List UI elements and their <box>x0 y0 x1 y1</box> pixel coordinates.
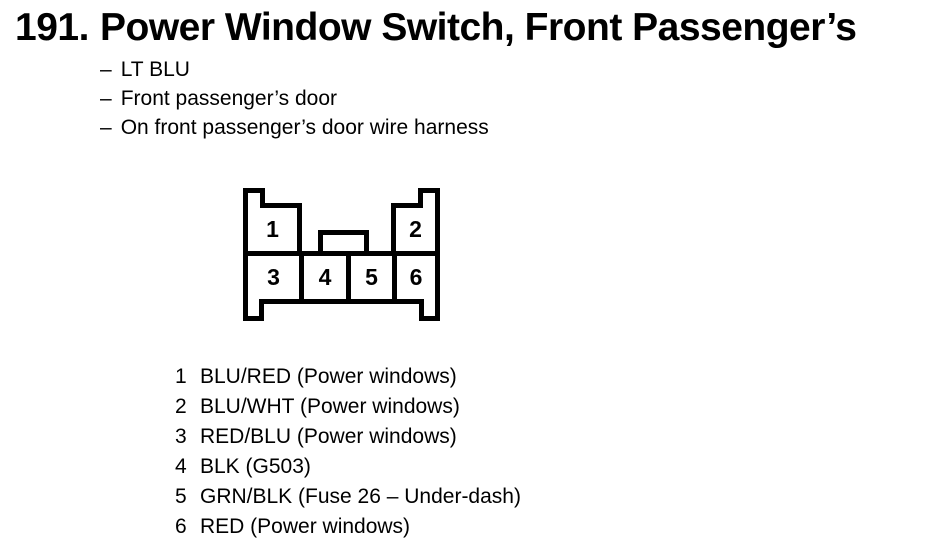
legend-pin-number: 1 <box>175 365 187 388</box>
connector-center-key-tab <box>318 230 369 256</box>
connector-notes: – LT BLU – Front passenger’s door – On f… <box>100 55 489 142</box>
legend-row: 4 BLK (G503) <box>175 452 521 482</box>
connector-tab-bottom-right <box>419 299 440 321</box>
connector-bottom-row: 3 4 5 6 <box>243 251 440 304</box>
pin-number-6: 6 <box>409 264 423 290</box>
legend-wire-desc: RED/BLU (Power windows) <box>200 425 457 448</box>
legend-row: 3 RED/BLU (Power windows) <box>175 422 521 452</box>
note-text-harness: On front passenger’s door wire harness <box>120 116 489 139</box>
legend-row: 2 BLU/WHT (Power windows) <box>175 392 521 422</box>
note-line: – LT BLU <box>100 55 489 84</box>
legend-wire-desc: RED (Power windows) <box>200 515 411 538</box>
pin-cell-1: 1 <box>243 203 302 256</box>
legend-pin-number: 2 <box>175 395 187 418</box>
pin-cell-2: 2 <box>391 203 440 256</box>
pin-legend: 1 BLU/RED (Power windows) 2 BLU/WHT (Pow… <box>175 362 521 542</box>
legend-wire-desc: BLU/WHT (Power windows) <box>200 395 460 418</box>
pin-number-2: 2 <box>409 216 422 242</box>
connector-diagram: 1 2 3 4 5 6 <box>243 188 440 321</box>
note-text-location: Front passenger’s door <box>120 87 338 110</box>
legend-wire-desc: GRN/BLK (Fuse 26 – Under-dash) <box>200 485 521 508</box>
note-text-wire-color: LT BLU <box>120 58 190 81</box>
pin-number-1: 1 <box>266 216 279 242</box>
legend-wire-desc: BLK (G503) <box>200 455 311 478</box>
legend-pin-number: 4 <box>175 455 187 478</box>
legend-pin-number: 5 <box>175 485 187 508</box>
pin-cell-4: 4 <box>299 256 346 299</box>
dash-marker: – <box>100 58 112 81</box>
connector-tab-top-right <box>418 188 440 208</box>
legend-pin-number: 3 <box>175 425 187 448</box>
dash-marker: – <box>100 116 112 139</box>
legend-row: 6 RED (Power windows) <box>175 512 521 542</box>
note-line: – On front passenger’s door wire harness <box>100 113 489 142</box>
legend-row: 1 BLU/RED (Power windows) <box>175 362 521 392</box>
legend-wire-desc: BLU/RED (Power windows) <box>200 365 457 388</box>
pin-cell-6: 6 <box>392 256 435 299</box>
section-number: 191. <box>15 6 89 49</box>
legend-pin-number: 6 <box>175 515 187 538</box>
connector-tab-bottom-left <box>243 299 264 321</box>
page-title: Power Window Switch, Front Passenger’s <box>100 6 857 49</box>
pin-number-3: 3 <box>267 264 280 290</box>
pin-number-4: 4 <box>318 264 332 290</box>
section-heading: 191. Power Window Switch, Front Passenge… <box>15 6 857 50</box>
pin-number-5: 5 <box>365 264 378 290</box>
pin-cell-5: 5 <box>346 256 392 299</box>
note-line: – Front passenger’s door <box>100 84 489 113</box>
dash-marker: – <box>100 87 112 110</box>
connector-tab-top-left <box>243 188 265 208</box>
pin-cell-3: 3 <box>248 256 299 299</box>
legend-row: 5 GRN/BLK (Fuse 26 – Under-dash) <box>175 482 521 512</box>
